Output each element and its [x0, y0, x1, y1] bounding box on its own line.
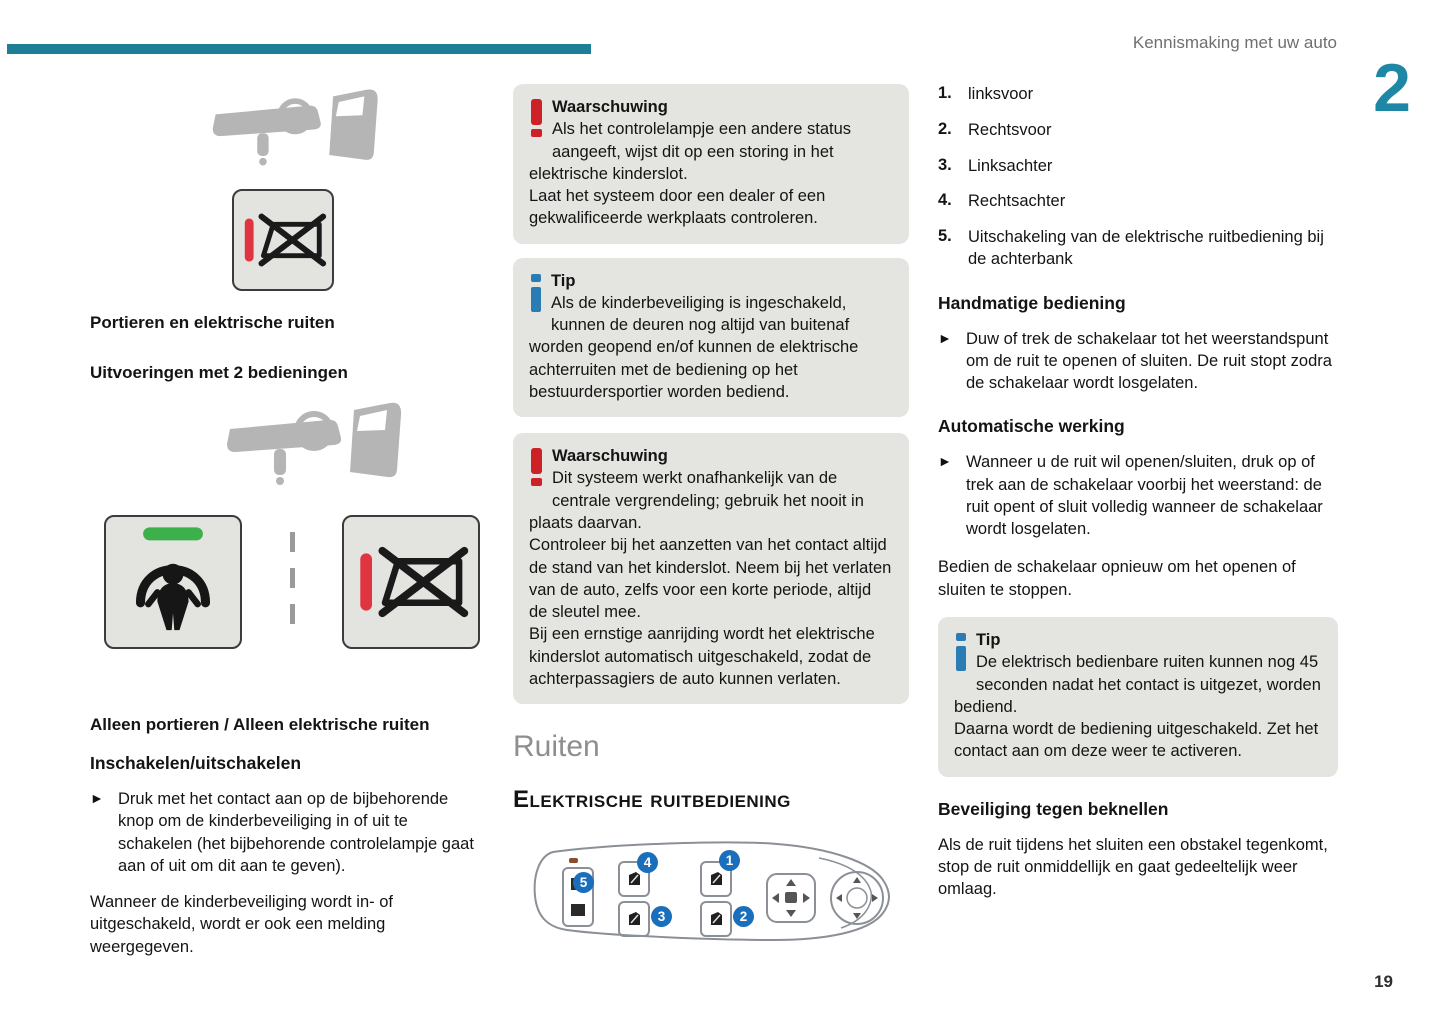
door-schematic-drawing-2	[227, 402, 402, 485]
warning-title: Waarschuwing	[552, 447, 668, 466]
caption-only-doors-windows: Alleen portieren / Alleen elektrische ru…	[90, 715, 430, 734]
chapter-number: 2	[1373, 50, 1411, 126]
section-title-windows: Ruiten	[513, 730, 600, 764]
list-item-number: 3.	[938, 155, 952, 174]
para-message-shown: Wanneer de kinderbeveiliging wordt in- o…	[90, 893, 393, 956]
list-item-number: 5.	[938, 227, 952, 246]
para-stop-operation: Bedien de schakelaar opnieuw om het open…	[938, 558, 1296, 599]
left-column: Portieren en elektrische ruiten Uitvoeri…	[90, 84, 483, 958]
heading-automatic-operation: Automatische werking	[938, 416, 1125, 437]
child-lock-indicator	[104, 515, 242, 649]
child-lock-icon	[135, 527, 211, 631]
bullet-enable-instruction: Druk met het contact aan op de bijbehore…	[90, 788, 483, 877]
warning-text: Dit systeem werkt onafhankelijk van de c…	[529, 469, 892, 688]
window-legend-list: 1. linksvoor 2. Rechtsvoor 3. Linksachte…	[938, 84, 1338, 271]
warning-text: Als het controlelampje een andere status…	[529, 120, 852, 228]
bullet-manual-operation: Duw of trek de schakelaar tot het weerst…	[938, 328, 1338, 395]
window-disable-icon-2	[360, 546, 469, 618]
tip-title: Tip	[551, 271, 576, 290]
callout-3: 3	[651, 906, 672, 928]
callout-5: 5	[573, 872, 594, 894]
chapter-accent-bar	[7, 44, 591, 54]
door-schematic-drawing	[212, 89, 378, 166]
tip-box-1: Tip Als de kinderbeveiliging is ingescha…	[513, 257, 909, 418]
caption-doors-and-windows: Portieren en elektrische ruiten	[90, 313, 335, 332]
car-door-schematic-2	[222, 397, 412, 497]
tip-text: De elektrisch bedienbare ruiten kunnen n…	[954, 653, 1321, 761]
window-disable-icon	[244, 213, 327, 267]
caption-two-controls: Uitvoeringen met 2 bedieningen	[90, 363, 348, 382]
page-number: 19	[1374, 972, 1393, 991]
heading-anti-pinch: Beveiliging tegen beknellen	[938, 798, 1169, 819]
list-item: 4. Rechtsachter	[938, 191, 1338, 213]
info-icon	[956, 631, 966, 673]
dashed-divider	[289, 532, 295, 632]
middle-column: Waarschuwing Als het controlelampje een …	[513, 84, 909, 953]
list-item-label: Rechtsachter	[968, 192, 1066, 211]
tip-text: Als de kinderbeveiliging is ingeschakeld…	[529, 293, 859, 401]
list-item: 3. Linksachter	[938, 156, 1338, 178]
window-switches-diagram: 1 2 3 4 5	[519, 828, 909, 953]
bullet-automatic-operation: Wanneer u de ruit wil openen/sluiten, dr…	[938, 451, 1338, 540]
window-disable-indicator	[232, 189, 334, 291]
list-item-label: Linksachter	[968, 156, 1053, 175]
list-item-number: 1.	[938, 84, 952, 102]
subsection-electric-windows: Elektrische ruitbediening	[513, 786, 791, 814]
warning-box-1: Waarschuwing Als het controlelampje een …	[513, 84, 909, 244]
callout-4: 4	[637, 852, 658, 874]
list-item-label: linksvoor	[968, 85, 1034, 103]
para-anti-pinch: Als de ruit tijdens het sluiten een obst…	[938, 835, 1328, 899]
callout-2: 2	[733, 906, 754, 928]
info-icon	[531, 272, 541, 314]
window-disable-indicator-2	[342, 515, 480, 649]
list-item-label: Rechtsvoor	[968, 120, 1052, 139]
tip-title: Tip	[976, 630, 1001, 649]
heading-enable-disable: Inschakelen/uitschakelen	[90, 753, 302, 773]
warning-icon	[531, 98, 542, 140]
list-item-label: Uitschakeling van de elektrische ruitbed…	[968, 228, 1324, 268]
indicator-pair	[90, 515, 483, 649]
list-item-number: 2.	[938, 119, 952, 138]
warning-icon	[531, 447, 542, 489]
right-column: 1. linksvoor 2. Rechtsvoor 3. Linksachte…	[938, 84, 1338, 900]
car-door-schematic	[208, 84, 388, 179]
divider-wrap	[242, 532, 342, 632]
tip-box-2: Tip De elektrisch bedienbare ruiten kunn…	[938, 616, 1338, 777]
warning-title: Waarschuwing	[552, 98, 668, 116]
list-item: 2. Rechtsvoor	[938, 120, 1338, 142]
heading-manual-operation: Handmatige bediening	[938, 292, 1126, 313]
callout-1: 1	[719, 850, 740, 872]
warning-box-2: Waarschuwing Dit systeem werkt onafhanke…	[513, 433, 909, 705]
list-item: 1. linksvoor	[938, 84, 1338, 106]
list-item: 5. Uitschakeling van de elektrische ruit…	[938, 227, 1338, 271]
list-item-number: 4.	[938, 191, 952, 210]
running-header: Kennismaking met uw auto	[1132, 33, 1337, 52]
